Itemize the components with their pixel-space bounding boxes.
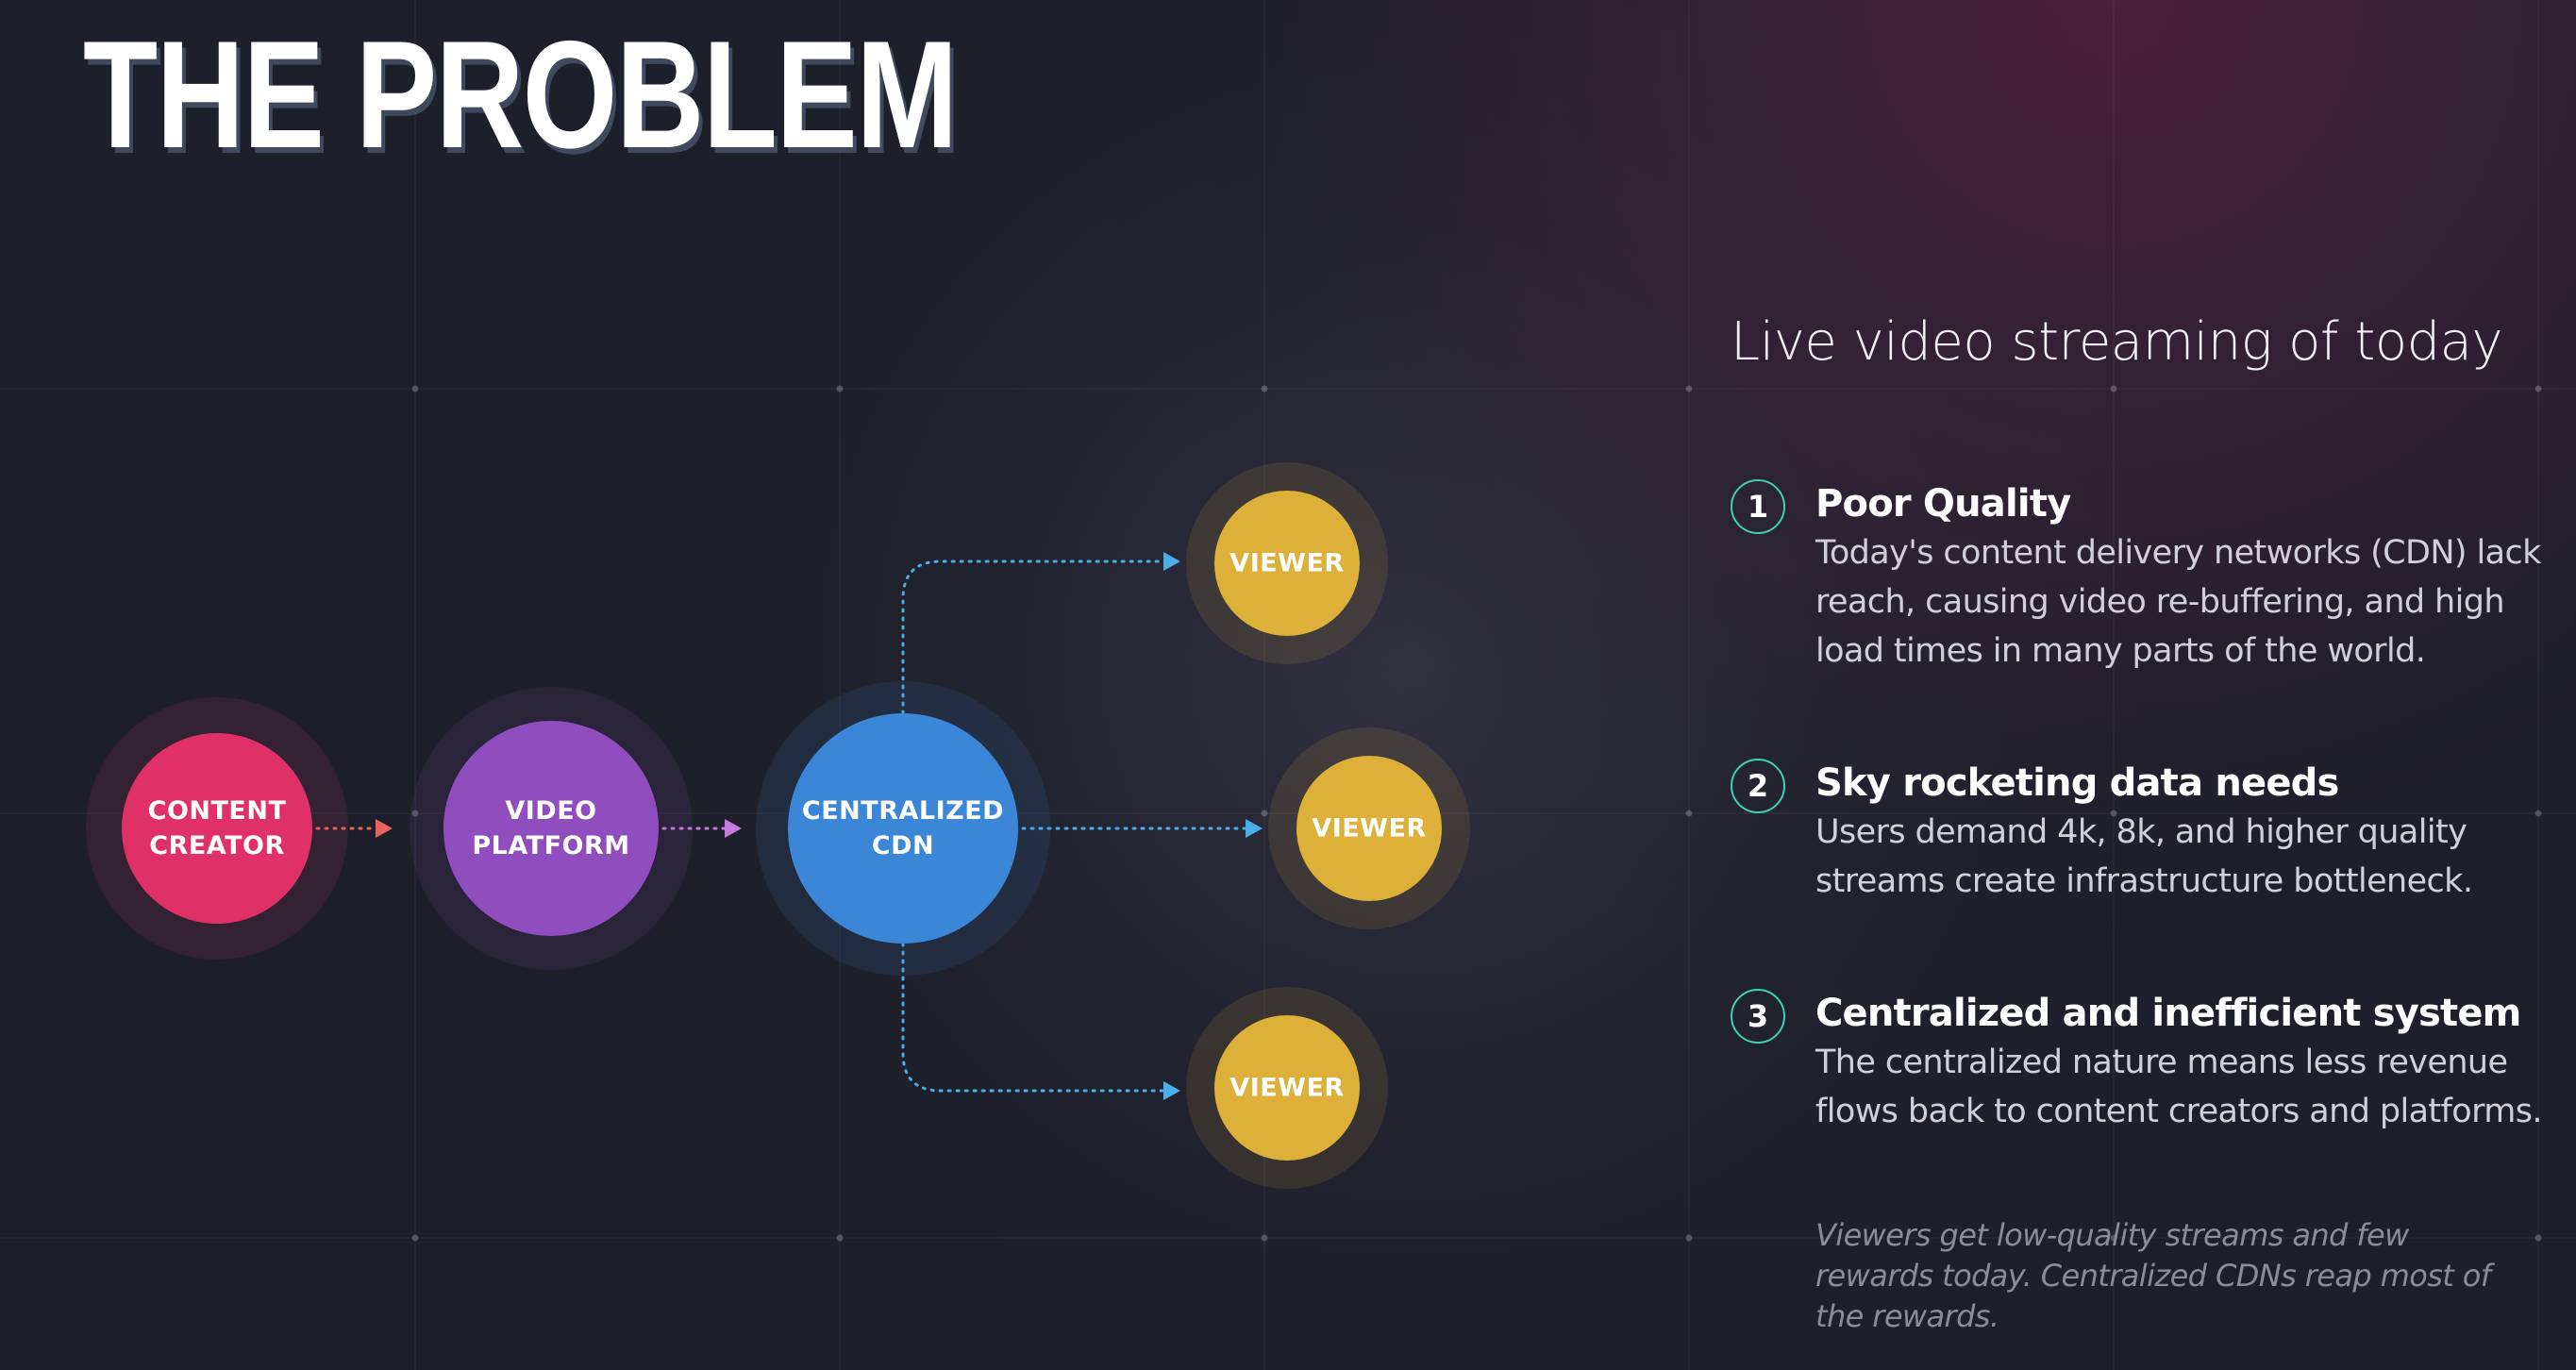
node-label-centralized-cdn: CENTRALIZED [802, 796, 1004, 826]
node-label-centralized-cdn: CDN [872, 831, 934, 860]
point-description-line: streams create infrastructure bottleneck… [1815, 862, 2473, 900]
node-label-video-platform: PLATFORM [472, 831, 629, 860]
arrowhead-icon [1163, 1081, 1180, 1100]
arrowhead-icon [725, 819, 742, 838]
point-description-line: reach, causing video re-buffering, and h… [1815, 583, 2505, 621]
point-number-badge: 1 [1731, 479, 1785, 534]
point-description: Today's content delivery networks (CDN) … [1815, 528, 2541, 676]
point-title: Poor Quality [1815, 482, 2071, 526]
edge-centralized-cdn-to-viewer-bottom [901, 942, 1165, 1093]
node-label-content-creator: CREATOR [149, 831, 285, 860]
section-subtitle: Live video streaming of today [1731, 311, 2503, 373]
arrowhead-icon [1246, 819, 1263, 838]
edge-centralized-cdn-to-viewer-top [901, 560, 1165, 715]
node-video-platform [443, 721, 659, 936]
node-label-viewer-bottom: VIEWER [1229, 1074, 1344, 1103]
node-viewer-bottom [1214, 1015, 1360, 1161]
node-viewer-middle [1296, 756, 1442, 901]
point-title: Centralized and inefficient system [1815, 992, 2521, 1035]
arrowhead-icon [1163, 552, 1180, 571]
slide-title: THE PROBLEM [83, 9, 958, 180]
streaming-flow-diagram: CONTENT CREATOR VIDEO PLATFORM CENTRALIZED CD… [86, 462, 1470, 1189]
point-description-line: The centralized nature means less revenu… [1815, 1044, 2508, 1081]
point-number-badge: 2 [1731, 759, 1785, 813]
point-description-line: load times in many parts of the world. [1815, 632, 2426, 670]
point-number-badge: 3 [1731, 989, 1785, 1044]
node-centralized-cdn [788, 713, 1018, 944]
node-label-video-platform: VIDEO [505, 796, 596, 826]
point-title: Sky rocketing data needs [1815, 761, 2339, 805]
point-description: Users demand 4k, 8k, and higher quality … [1815, 808, 2473, 906]
node-viewer-top [1214, 491, 1360, 636]
point-description: The centralized nature means less revenu… [1815, 1038, 2543, 1136]
node-label-viewer-middle: VIEWER [1312, 814, 1426, 844]
point-description-line: Users demand 4k, 8k, and higher quality [1815, 813, 2467, 851]
arrowhead-icon [376, 819, 393, 838]
node-label-content-creator: CONTENT [148, 796, 287, 826]
point-description-line: flows back to content creators and platf… [1815, 1093, 2543, 1130]
node-content-creator [122, 733, 312, 924]
summary-note: Viewers get low-quality streams and few … [1815, 1217, 2491, 1334]
node-label-viewer-top: VIEWER [1229, 549, 1344, 578]
point-description-line: Today's content delivery networks (CDN) … [1815, 534, 2541, 572]
